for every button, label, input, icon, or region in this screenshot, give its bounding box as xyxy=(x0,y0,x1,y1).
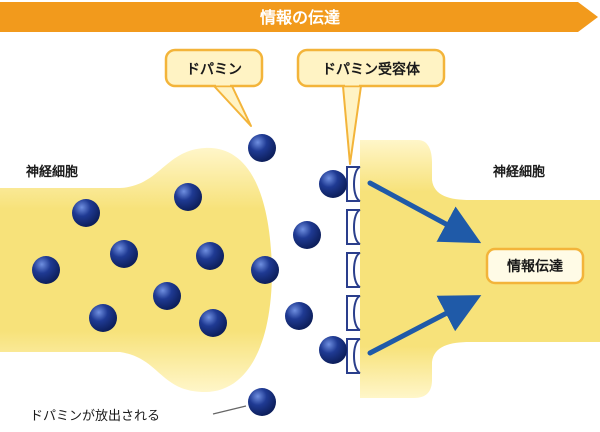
released-label: ドパミンが放出される xyxy=(30,409,160,424)
dopamine-molecule xyxy=(199,309,227,337)
callout-receptor-label: ドパミン受容体 xyxy=(322,61,421,78)
dopamine-molecule xyxy=(153,282,181,310)
receptor xyxy=(346,252,361,288)
dopamine-molecule xyxy=(251,256,279,284)
dopamine-receptors xyxy=(346,166,361,374)
dopamine-molecule xyxy=(248,388,276,416)
callout-dopamine-label: ドパミン xyxy=(186,62,242,78)
receptor xyxy=(346,338,361,374)
receptor xyxy=(346,209,361,245)
signal-arrow-up xyxy=(367,295,482,356)
dopamine-molecule xyxy=(110,240,138,268)
released-annotation: ドパミンが放出される xyxy=(30,405,247,424)
signal-arrows xyxy=(367,180,482,356)
dopamine-molecule xyxy=(293,221,321,249)
dopamine-molecule xyxy=(319,336,347,364)
callout-dopamine: ドパミン xyxy=(164,48,264,127)
info-transfer-label: 情報伝達 xyxy=(507,258,563,275)
banner-title: 情報の伝達 xyxy=(260,8,340,27)
dopamine-molecule xyxy=(89,304,117,332)
dopamine-molecule xyxy=(72,199,100,227)
dopamine-molecule xyxy=(248,134,276,162)
vesicle-molecules xyxy=(32,183,279,337)
receptor xyxy=(346,295,361,331)
dopamine-molecule xyxy=(32,256,60,284)
callout-receptor: ドパミン受容体 xyxy=(296,48,446,165)
info-transfer-box: 情報伝達 xyxy=(485,247,585,285)
bound-molecules xyxy=(319,170,347,364)
signal-arrow-down xyxy=(367,180,482,244)
dopamine-molecule xyxy=(285,302,313,330)
dopamine-molecule xyxy=(196,242,224,270)
dopamine-molecule xyxy=(319,170,347,198)
info-flow-banner: 情報の伝達 xyxy=(0,2,598,32)
left-neuron-label: 神経細胞 xyxy=(26,164,78,180)
receptor xyxy=(346,166,361,202)
released-leader-line xyxy=(212,405,247,415)
right-neuron-body xyxy=(360,140,600,398)
right-neuron-label: 神経細胞 xyxy=(493,164,545,180)
dopamine-molecule xyxy=(174,183,202,211)
released-molecules xyxy=(248,134,321,416)
